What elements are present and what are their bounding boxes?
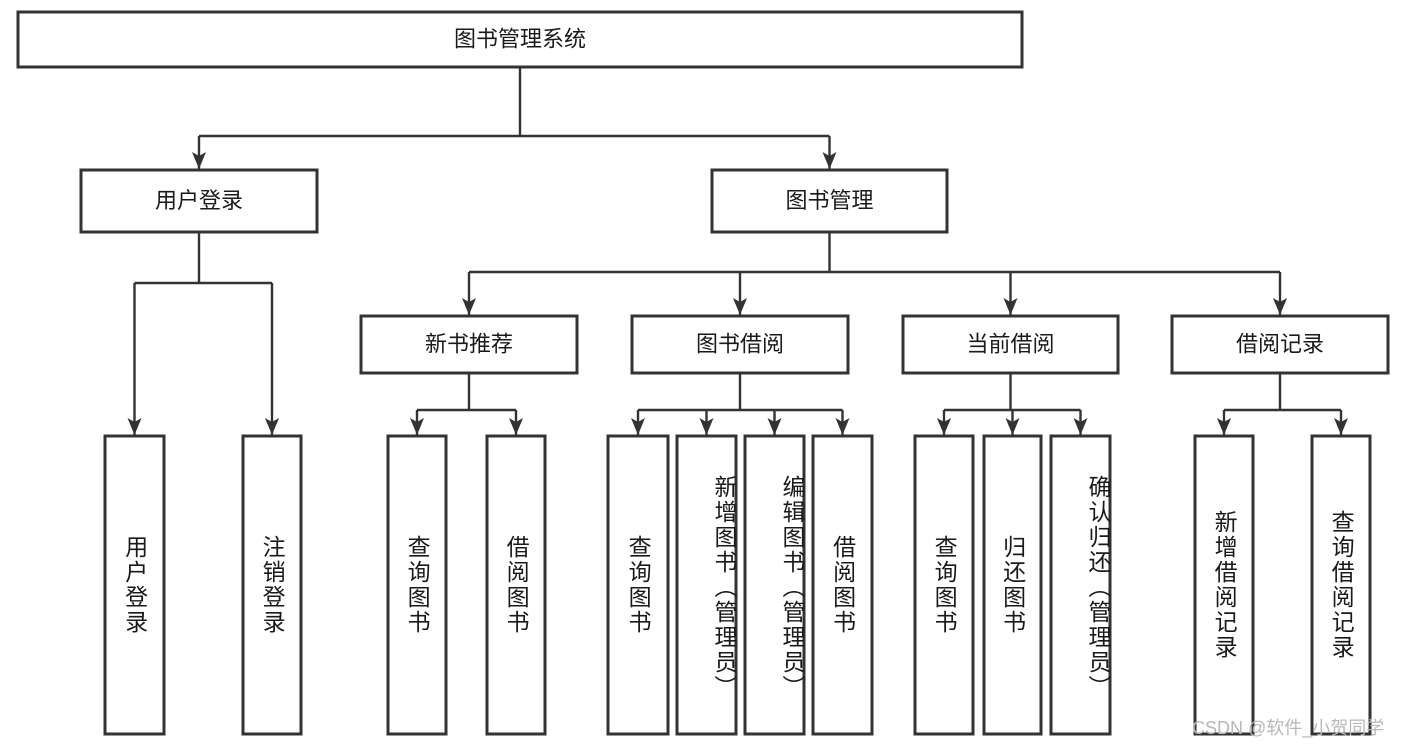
arrow-down-icon: [410, 418, 424, 435]
arrow-down-icon: [127, 418, 142, 435]
node-level3-0[interactable]: [359, 314, 579, 375]
node-level2-0[interactable]: [79, 168, 319, 234]
node-leaf-0[interactable]: [103, 434, 166, 736]
arrow-down-icon: [1003, 298, 1018, 315]
arrow-down-icon: [1273, 298, 1287, 315]
node-level2-label-1: 图书管理: [785, 188, 873, 213]
arrow-down-icon: [1217, 418, 1231, 435]
arrow-down-icon: [265, 418, 279, 435]
node-boxes: [16, 10, 1390, 736]
arrow-down-icon: [767, 418, 782, 435]
arrow-down-icon: [835, 418, 850, 435]
node-leaf-9[interactable]: [982, 434, 1043, 736]
node-leaf-11[interactable]: [1193, 434, 1255, 736]
watermark-text: CSDN @软件_小贺同学: [1192, 718, 1385, 738]
node-level3-label-0: 新书推荐: [425, 331, 513, 356]
arrow-down-icon: [462, 298, 476, 315]
arrow-down-icon: [937, 418, 951, 435]
node-level3-label-1: 图书借阅: [696, 331, 784, 356]
node-leaf-4[interactable]: [606, 434, 670, 736]
node-leaf-1[interactable]: [241, 434, 303, 736]
connector-lines: [127, 67, 1348, 435]
node-leaf-2[interactable]: [386, 434, 448, 736]
node-leaf-6[interactable]: [743, 434, 806, 736]
arrow-down-icon: [509, 418, 523, 435]
node-level3-2[interactable]: [901, 314, 1120, 375]
node-leaf-3[interactable]: [485, 434, 547, 736]
node-level3-1[interactable]: [630, 314, 850, 375]
node-level2-label-0: 用户登录: [155, 188, 243, 213]
node-root-label: 图书管理系统: [454, 26, 586, 51]
node-root[interactable]: [16, 10, 1024, 69]
node-level3-3[interactable]: [1170, 314, 1390, 375]
node-leaf-5[interactable]: [675, 434, 738, 736]
arrow-down-icon: [1334, 418, 1348, 435]
node-level3-label-3: 借阅记录: [1236, 331, 1324, 356]
node-level2-1[interactable]: [710, 168, 949, 234]
node-leaf-12[interactable]: [1310, 434, 1372, 736]
node-leaf-8[interactable]: [913, 434, 975, 736]
node-leaf-7[interactable]: [811, 434, 874, 736]
arrow-down-icon: [699, 418, 714, 435]
node-level3-label-2: 当前借阅: [966, 331, 1054, 356]
node-leaf-10[interactable]: [1049, 434, 1112, 736]
arrow-down-icon: [631, 418, 645, 435]
arrow-down-icon: [822, 152, 837, 169]
arrow-down-icon: [733, 298, 747, 315]
arrow-down-icon: [192, 152, 206, 169]
arrow-down-icon: [1005, 418, 1020, 435]
arrow-down-icon: [1073, 418, 1088, 435]
